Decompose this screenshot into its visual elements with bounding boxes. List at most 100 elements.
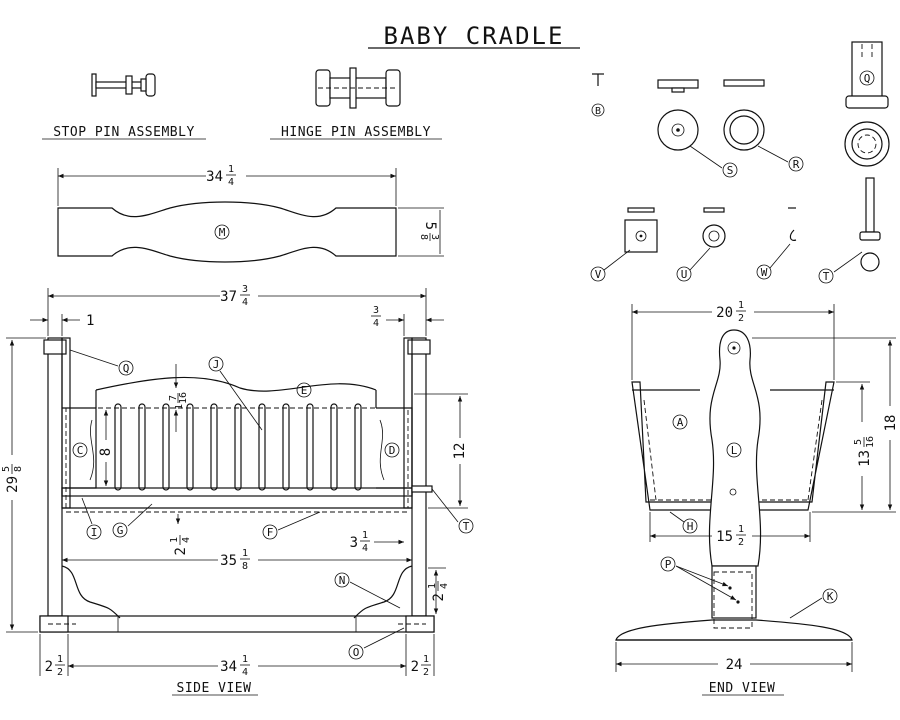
dim-base-width: 24 [726,657,743,673]
svg-text:2: 2 [45,659,53,675]
svg-text:29: 29 [5,476,21,493]
svg-text:1: 1 [427,583,438,589]
label-g: G [117,524,124,537]
label-f: F [267,526,274,539]
part-b-screw: B [591,73,605,117]
label-c: C [77,444,84,457]
svg-text:1: 1 [174,404,185,410]
part-s-knob: S [657,79,738,178]
part-v-block: V [590,207,658,282]
svg-text:2: 2 [431,593,447,601]
svg-text:1: 1 [242,548,248,559]
svg-text:20: 20 [716,305,733,321]
svg-text:4: 4 [242,297,248,308]
hinge-pin-assembly [315,67,401,109]
label-l: L [731,444,738,457]
svg-text:2: 2 [423,667,429,678]
dim-m-height: 5 3 8 [418,222,440,241]
label-h: H [687,520,694,533]
label-q-top: Q [864,72,871,85]
svg-text:3: 3 [429,234,440,240]
label-t-top: T [823,270,830,283]
svg-text:2: 2 [411,659,419,675]
stop-pin-assembly [91,73,156,97]
part-t-pin: T [818,177,881,284]
svg-text:4: 4 [242,667,248,678]
svg-text:2: 2 [173,547,189,555]
svg-text:34: 34 [206,169,223,185]
svg-text:4: 4 [228,177,234,188]
svg-text:1: 1 [738,524,744,535]
part-q-post-cap: Q [844,41,890,167]
svg-text:2: 2 [738,537,744,548]
svg-text:34: 34 [220,659,237,675]
label-w: W [761,266,768,279]
end-view-caption: END VIEW [709,681,776,696]
svg-text:1: 1 [362,530,368,541]
svg-text:8: 8 [242,561,248,572]
stop-pin-caption: STOP PIN ASSEMBLY [53,125,195,140]
label-i: I [91,526,98,539]
label-b: B [595,106,601,117]
dim-base-length: 34 1 4 [220,654,250,678]
svg-text:37: 37 [220,289,237,305]
end-view: A L H P K [615,329,853,641]
svg-text:4: 4 [181,537,192,543]
part-m-rocker: M [57,201,397,263]
hinge-pin-caption: HINGE PIN ASSEMBLY [281,125,431,140]
dim-side-height: 12 [452,443,468,460]
svg-text:4: 4 [362,543,368,554]
svg-text:1: 1 [228,164,234,175]
label-r: R [793,158,800,171]
part-r-washer: R [723,79,804,172]
label-e: E [301,384,308,397]
svg-text:16: 16 [178,392,189,404]
svg-text:1: 1 [738,300,744,311]
label-d: D [389,444,396,457]
svg-text:1: 1 [423,654,429,665]
svg-text:3: 3 [350,535,358,551]
drawing-title: BABY CRADLE [384,22,565,50]
label-t-side: T [463,520,470,533]
dim-overall-width: 37 3 4 [220,284,250,308]
label-k: K [827,590,834,603]
dim-bottom-gap: 2 1 4 [169,535,192,555]
part-u-disc: U [676,207,726,282]
label-j: J [213,358,220,371]
label-q-side: Q [123,362,130,375]
svg-text:1: 1 [242,654,248,665]
part-w-hook: W [756,207,797,280]
dim-left-offset: 1 [86,313,94,329]
dim-panel-height: 8 [98,448,114,456]
side-view: C D [39,337,474,660]
svg-text:35: 35 [220,553,237,569]
dim-m-length: 34 1 4 [206,164,236,188]
svg-text:4: 4 [439,583,450,589]
svg-text:2: 2 [57,667,63,678]
svg-text:5: 5 [1,466,12,472]
dim-overall-height: 29 5 8 [1,464,24,493]
svg-text:3: 3 [373,305,379,316]
dim-rail-offset: 3 1 4 [350,530,370,554]
label-u: U [681,268,688,281]
side-view-caption: SIDE VIEW [177,681,252,696]
dim-end-top-width: 20 1 2 [716,300,746,324]
svg-text:7: 7 [168,395,179,401]
svg-text:16: 16 [865,436,876,448]
spindles [114,403,362,491]
svg-text:5: 5 [422,222,438,230]
dim-inner-length: 35 1 8 [220,548,250,572]
svg-text:2: 2 [738,313,744,324]
dim-end-height: 1 7 16 [168,392,189,410]
svg-text:8: 8 [13,466,24,472]
dim-foot-right: 2 1 2 [411,654,431,678]
svg-text:15: 15 [716,529,733,545]
svg-text:1: 1 [169,537,180,543]
svg-text:8: 8 [418,234,429,240]
dim-end-bottom-width: 15 1 2 [716,524,746,548]
dim-foot-left: 2 1 2 [45,654,65,678]
label-s: S [727,164,734,177]
label-v: V [595,268,602,281]
dim-right-offset: 3 4 [371,305,381,329]
